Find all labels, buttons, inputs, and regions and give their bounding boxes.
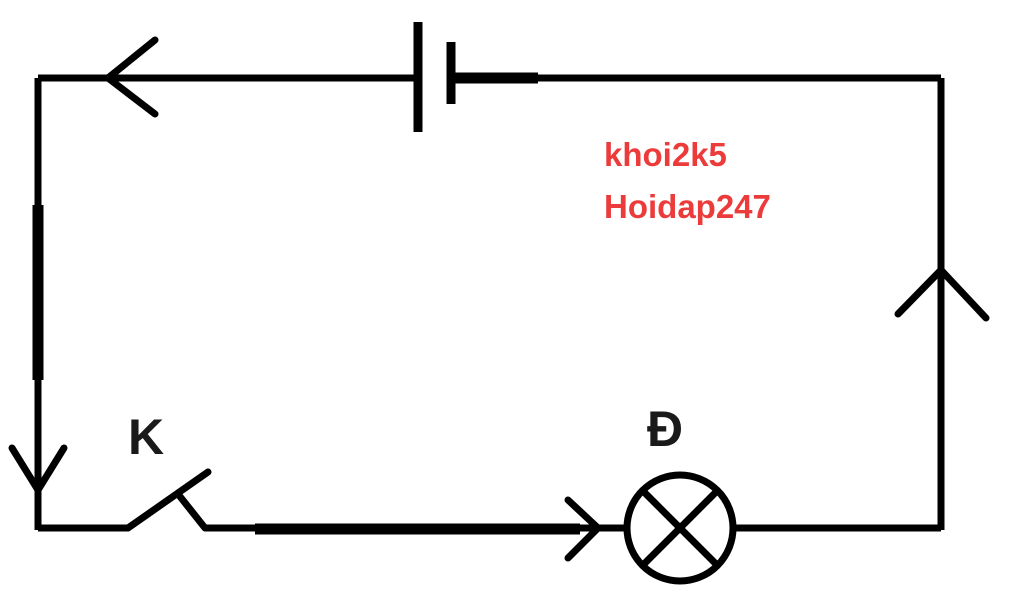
switch-blade bbox=[124, 468, 212, 532]
arrow-right-icon bbox=[564, 496, 602, 562]
switch-label: K bbox=[128, 409, 164, 465]
watermark-line-2: Hoidap247 bbox=[604, 188, 771, 225]
switch-contact bbox=[174, 490, 209, 532]
lamp-cross-2 bbox=[640, 488, 720, 568]
arrow-up-icon bbox=[894, 266, 990, 322]
arrow-down-icon bbox=[8, 444, 68, 494]
battery bbox=[413, 22, 456, 132]
watermark-line-1: khoi2k5 bbox=[604, 136, 727, 173]
arrow-left-icon bbox=[104, 36, 159, 118]
switch bbox=[124, 468, 212, 532]
lamp-label: Đ bbox=[647, 401, 683, 457]
lamp bbox=[623, 471, 737, 585]
